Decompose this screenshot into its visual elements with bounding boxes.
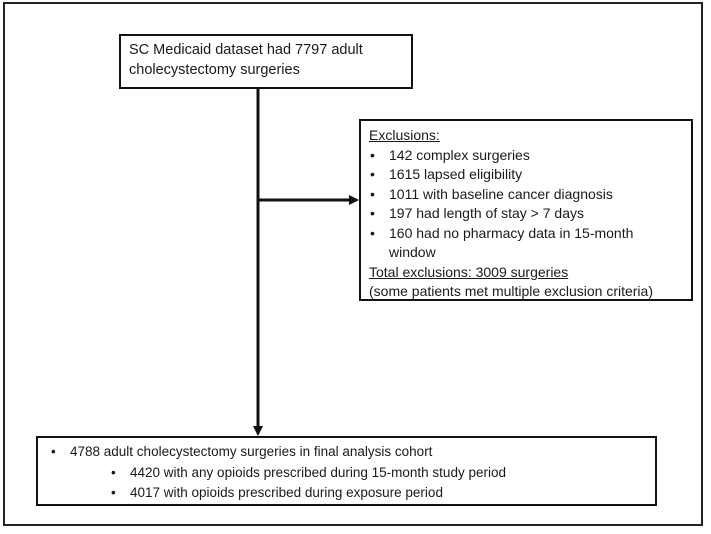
exclusions-note: (some patients met multiple exclusion cr… — [369, 283, 653, 299]
final-cohort-list: 4788 adult cholecystectomy surgeries in … — [50, 442, 643, 504]
exclusion-item: 197 had length of stay > 7 days — [369, 204, 683, 224]
source-line-2: cholecystectomy surgeries — [129, 62, 300, 78]
figure-frame — [3, 2, 703, 526]
exclusion-item: 142 complex surgeries — [369, 146, 683, 166]
total-exclusions: Total exclusions: 3009 surgeries — [369, 263, 569, 280]
exclusion-item: 1615 lapsed eligibility — [369, 165, 683, 185]
source-dataset-box: SC Medicaid dataset had 7797 adult chole… — [119, 34, 413, 89]
source-line-1: SC Medicaid dataset had 7797 adult — [129, 42, 363, 58]
exclusion-item: 1011 with baseline cancer diagnosis — [369, 185, 683, 205]
final-cohort-sub-item: 4420 with any opioids prescribed during … — [110, 463, 643, 484]
exclusion-item: 160 had no pharmacy data in 15-month win… — [369, 224, 683, 263]
exclusions-box: Exclusions: 142 complex surgeries 1615 l… — [359, 119, 693, 301]
final-cohort-main: 4788 adult cholecystectomy surgeries in … — [50, 442, 643, 463]
final-cohort-sub-item: 4017 with opioids prescribed during expo… — [110, 483, 643, 504]
final-cohort-box: 4788 adult cholecystectomy surgeries in … — [36, 436, 657, 506]
exclusions-list: 142 complex surgeries 1615 lapsed eligib… — [369, 146, 683, 263]
exclusions-heading: Exclusions: — [369, 127, 440, 143]
